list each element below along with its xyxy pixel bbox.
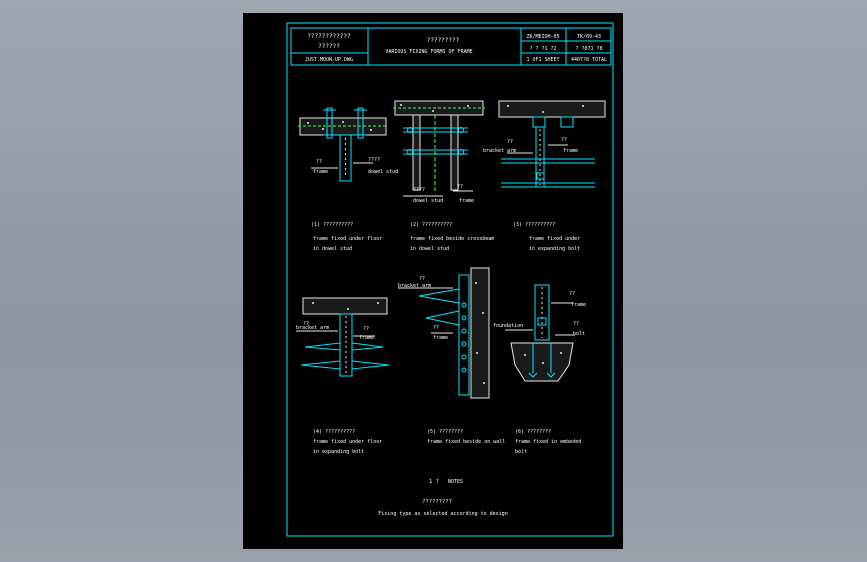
- notes-line-cn: ?????????: [422, 499, 452, 505]
- detail-6-label-5: bolt: [573, 331, 585, 337]
- detail-1-caption-1: frame fixed under floor: [313, 236, 382, 242]
- drawing-border: [286, 22, 614, 537]
- detail-6-label-3: foundation: [493, 323, 523, 329]
- detail-4-number: (4) ??????????: [313, 429, 355, 435]
- detail-3-label-1: ??: [507, 139, 513, 145]
- detail-2-caption-2: in dowel stud: [410, 246, 449, 252]
- detail-1-label-3: ????: [368, 157, 380, 163]
- detail-5-label-3: ??: [433, 325, 439, 331]
- detail-6-label-2: frame: [571, 302, 586, 308]
- detail-1-label-2: frame: [313, 169, 328, 175]
- detail-3-drawing: ?? bracket arm ?? frame: [483, 100, 606, 188]
- title-block: ???????????? ?????? JUST.MOON-UP.DWG ???…: [290, 27, 612, 66]
- detail-4-label-3: ??: [363, 326, 369, 332]
- sheet-row2-left: ? ? ?1 ?2: [529, 46, 556, 52]
- detail-2-label-1: ????: [413, 187, 425, 193]
- drawing-code-2: TK/09-43: [577, 34, 601, 40]
- title-cn-line2: ??????: [318, 43, 340, 50]
- detail-3-label-3: ??: [561, 137, 567, 143]
- detail-5-number: (5) ????????: [427, 429, 463, 435]
- sheet-row3-left: 1 OF1 SHEET: [526, 57, 559, 63]
- detail-6-caption-1: frame fixed in embeded: [515, 439, 581, 445]
- detail-3-caption-1: frame fixed under: [529, 236, 580, 242]
- detail-5-label-1: ??: [419, 276, 425, 282]
- title-cn: ?????????: [427, 37, 460, 44]
- detail-1-drawing: ?? frame ???? dowel stud: [298, 107, 398, 182]
- detail-4-label-4: frame: [359, 335, 374, 341]
- detail-6-label-1: ??: [569, 291, 575, 297]
- detail-6-caption-2: bolt: [515, 449, 527, 455]
- detail-2-label-2: dowel stud: [413, 198, 443, 204]
- detail-3-label-2: bracket arm: [483, 148, 516, 154]
- sheet-row2-right: ? ?071 ?8: [575, 46, 602, 52]
- row1-captions: (1) ?????????? frame fixed under floor i…: [311, 222, 580, 252]
- detail-4-caption-1: frame fixed under floor: [313, 439, 382, 445]
- detail-5-label-4: frame: [433, 335, 448, 341]
- sheet-row3-right: 4407?8 TOTAL: [571, 57, 607, 63]
- detail-2-label-4: frame: [459, 198, 474, 204]
- detail-4-caption-2: in expanding bolt: [313, 449, 364, 455]
- detail-3-number: (3) ??????????: [513, 222, 555, 228]
- drawing-code-1: ZK/MEIOH-05: [526, 34, 559, 40]
- detail-2-label-3: ??: [457, 184, 463, 190]
- detail-2-caption-1: frame fixed beside crossbeam: [410, 236, 494, 242]
- detail-4-drawing: ?? bracket arm ?? frame: [296, 297, 390, 377]
- notes-heading-cn: 1 ?: [429, 479, 439, 485]
- detail-3-caption-2: in expanding bolt: [529, 246, 580, 252]
- detail-6-drawing: ?? frame foundation ?? bolt: [493, 284, 586, 382]
- notes-heading-en: NOTES: [448, 479, 463, 485]
- detail-4-label-2: bracket arm: [296, 325, 329, 331]
- detail-3-label-4: frame: [563, 148, 578, 154]
- detail-1-label-1: ??: [316, 159, 322, 165]
- notes: 1 ? NOTES ????????? Fixing type as selec…: [378, 479, 507, 517]
- cad-drawing: ???????????? ?????? JUST.MOON-UP.DWG ???…: [286, 22, 614, 537]
- detail-6-label-4: ??: [573, 321, 579, 327]
- detail-2-number: (2) ??????????: [410, 222, 452, 228]
- detail-5-label-2: bracket arm: [398, 283, 431, 289]
- detail-6-number: (6) ????????: [515, 429, 551, 435]
- detail-1-caption-2: in dowel stud: [313, 246, 352, 252]
- file-name: JUST.MOON-UP.DWG: [305, 57, 353, 63]
- detail-5-caption-1: frame fixed beside on wall: [427, 439, 505, 445]
- title-cn-line1: ????????????: [307, 33, 351, 40]
- detail-4-label-1: ??: [303, 321, 309, 327]
- notes-line-en: Fixing type as selected according to des…: [378, 511, 507, 517]
- detail-1-label-4: dowel stud: [368, 169, 398, 175]
- detail-1-number: (1) ??????????: [311, 222, 353, 228]
- row2-captions: (4) ?????????? frame fixed under floor i…: [313, 429, 581, 455]
- detail-2-drawing: ???? dowel stud ?? frame: [393, 100, 485, 204]
- title-en: VARIOUS FIXING FORMS OF FRAME: [385, 49, 472, 55]
- detail-5-drawing: ?? bracket arm ?? frame: [398, 267, 490, 399]
- drawing-sheet: ???????????? ?????? JUST.MOON-UP.DWG ???…: [243, 13, 623, 549]
